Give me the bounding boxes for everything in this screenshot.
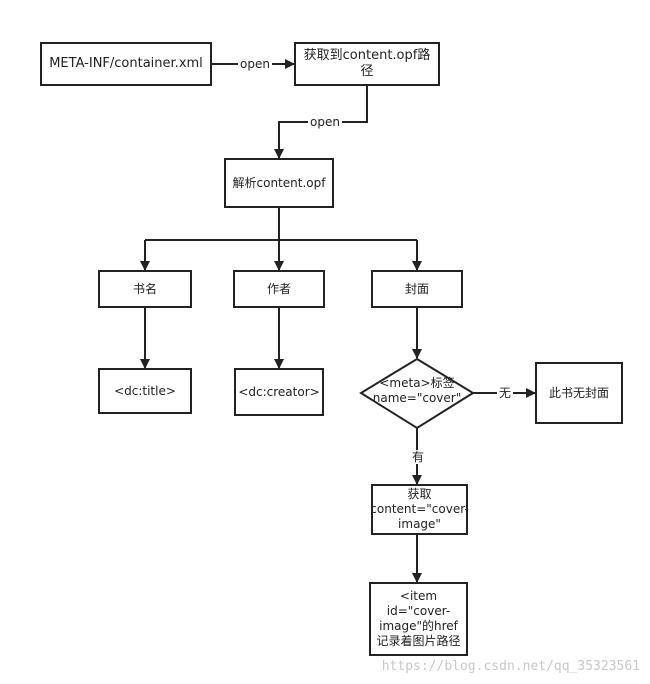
watermark: https://blog.csdn.net/qq_35323561 xyxy=(381,659,640,674)
node-container-xml: META-INF/container.xml xyxy=(40,42,212,86)
node-get-opf-path: 获取到content.opf路径 xyxy=(294,42,440,86)
node-author: 作者 xyxy=(233,270,325,308)
node-cover: 封面 xyxy=(371,270,463,308)
decision-diamond xyxy=(359,357,475,430)
edge-label-open-2: open xyxy=(308,115,342,129)
edge-label-has: 有 xyxy=(410,450,427,464)
node-get-content: 获取 content="cover-image" xyxy=(370,484,469,535)
node-book-name: 书名 xyxy=(98,270,192,308)
node-dc-title: <dc:title> xyxy=(98,368,192,414)
node-no-cover: 此书无封面 xyxy=(535,362,623,424)
decision-label: <meta>标签 name="cover" xyxy=(372,376,462,405)
edge-label-none: 无 xyxy=(497,386,514,400)
node-dc-creator: <dc:creator> xyxy=(234,368,324,416)
node-item-href: <item id="cover-image"的href记录着图片路径 xyxy=(369,582,468,656)
node-parse-opf: 解析content.opf xyxy=(224,158,334,208)
edge-label-open-1: open xyxy=(238,57,272,71)
